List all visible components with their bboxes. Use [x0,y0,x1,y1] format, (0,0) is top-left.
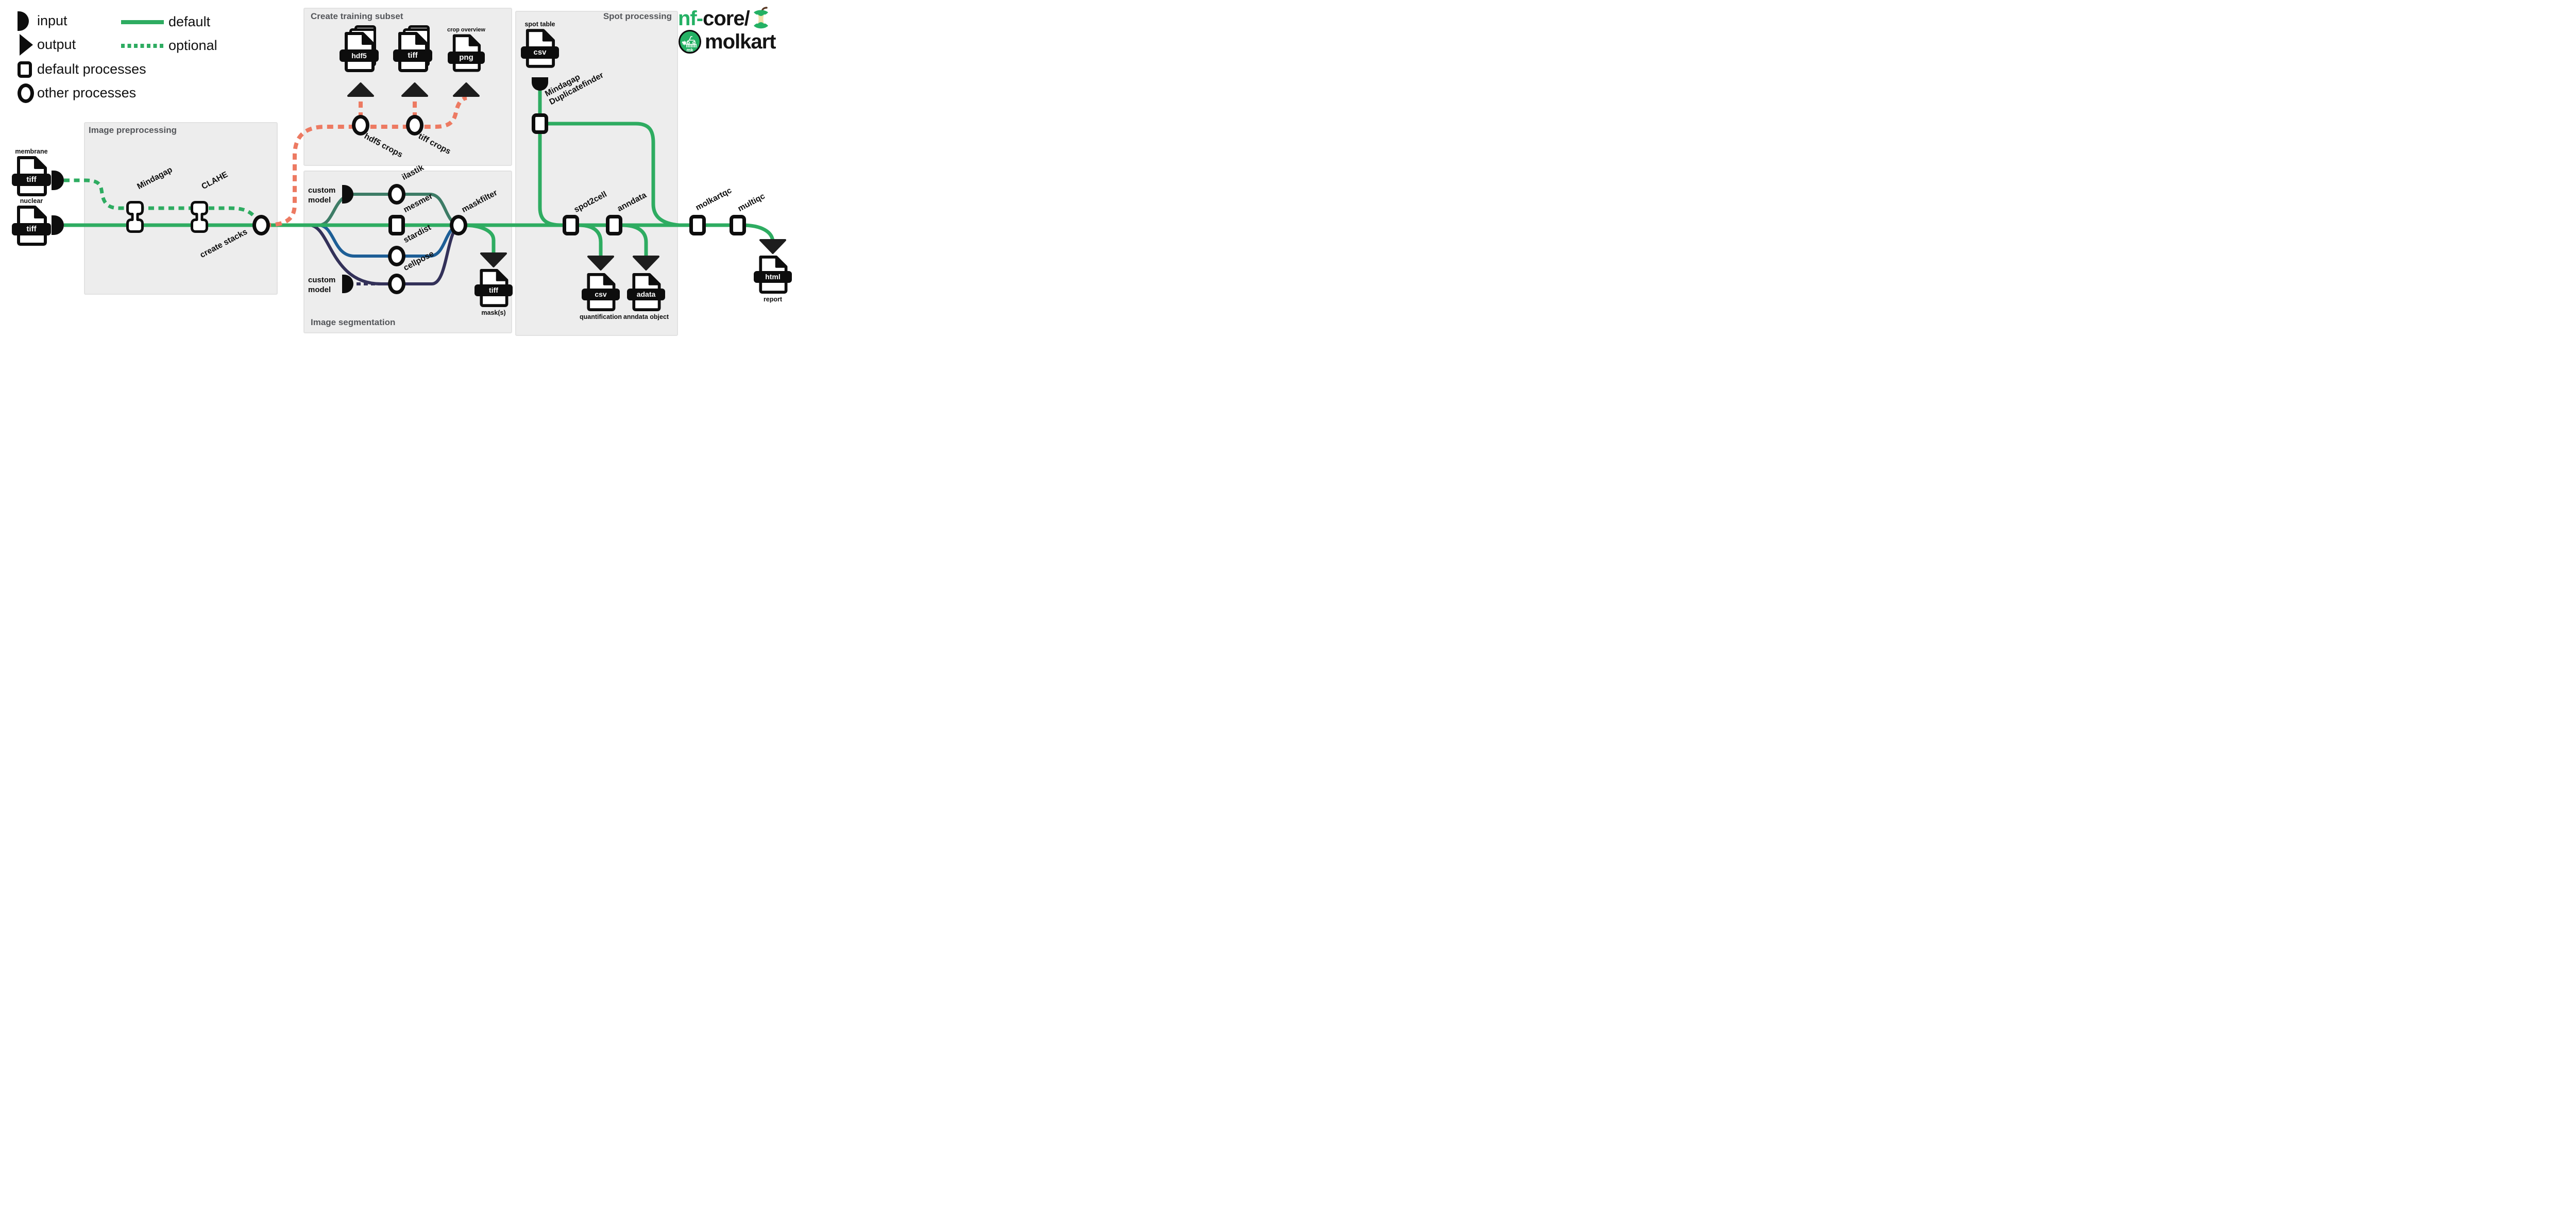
section-title-segmentation: Image segmentation [311,317,396,327]
file-type-badge: csv [582,289,620,300]
membrane-tiff-file-icon: tiff [12,156,51,196]
legend-other-process-icon [18,83,34,103]
apple-core-icon [753,7,768,29]
quantification-label: quantification [580,313,622,320]
custom-model-seg-input-icon [342,185,353,204]
crop-overview-png-file-icon: png [448,34,485,72]
anndata-object-label: anndata object [623,313,669,320]
masks-label: mask(s) [481,309,506,316]
section-title-training: Create training subset [311,11,403,21]
multiqc-process-node [730,215,746,235]
file-type-badge: tiff [393,49,432,62]
section-title-preprocessing: Image preprocessing [89,125,177,135]
ilastik-process-node [388,184,405,205]
nf-core-logo: nf-core/ [678,6,770,31]
legend-default-processes-label: default processes [37,61,146,77]
edge-anndata-out [621,223,648,258]
membrane-label: membrane [15,148,48,155]
stardist-process-node [388,246,405,266]
legend-input-icon [18,11,29,31]
file-type-badge: html [754,271,792,283]
box-image-segmentation [303,171,512,333]
clahe-process-node [191,201,208,235]
spot-table-label: spot table [524,21,555,28]
spot-table-csv-file-icon: csv [521,29,559,68]
molkart-badge-icon: mk [679,30,701,54]
legend-input-label: input [37,13,67,28]
crop-overview-label: crop overview [447,27,485,33]
edge-duplicatefinder-to-spot2cell [538,129,562,227]
anndata-object-file-icon: adata [627,273,665,311]
edge-duplicatefinder-to-molkartqc [546,122,680,227]
file-type-badge: adata [627,289,665,300]
duplicatefinder-process-node [532,113,548,134]
svg-text:mk: mk [686,47,693,53]
arrow-down-masks-icon [480,252,507,267]
hdf5-crops-file-icon: hdf5 [340,25,379,72]
mindagap-process-node [126,201,144,235]
file-type-badge: tiff [12,223,51,235]
molkartqc-process-node [689,215,706,235]
edge-ilastik-branch [318,193,460,227]
logo-molkart-text: molkart [705,30,776,53]
edge-training-optional [264,96,467,227]
pipeline-wires [64,20,786,285]
nuclear-label: nuclear [20,197,43,205]
section-title-spot: Spot processing [603,11,672,21]
arrow-up-tiff-icon [401,82,428,97]
edge-membrane-optional [64,178,259,221]
arrow-down-quantification-icon [587,256,614,270]
spot2cell-process-node [563,215,579,235]
tiff-crops-file-icon: tiff [393,25,432,72]
anndata-process-node [606,215,622,235]
report-html-file-icon: html [754,256,792,294]
custom-model-cellpose-label: custom model [308,276,336,294]
legend-default-label: default [168,14,211,29]
legend-optional-label: optional [168,38,217,53]
arrow-up-png-icon [453,82,480,97]
arrow-down-report-icon [759,239,786,254]
edge-stardist-branch [318,224,460,258]
file-type-badge: hdf5 [340,49,379,62]
quantification-csv-file-icon: csv [582,273,620,311]
molkart-logo: mk molkart [678,30,776,54]
spot-table-input-icon [532,77,548,91]
cellpose-process-node [388,274,405,294]
arrow-up-hdf5-icon [347,82,374,97]
file-type-badge: tiff [12,174,51,186]
create-stacks-process-node [252,215,270,235]
edge-maskfilter-out [462,223,496,255]
file-type-badge: tiff [474,284,513,296]
arrow-down-anndata-icon [633,256,659,270]
edge-spot2cell-out [578,223,603,258]
pipeline-diagram: Image preprocessing Create training subs… [0,0,808,340]
nuclear-tiff-file-icon: tiff [12,206,51,246]
report-label: report [763,296,783,303]
hdf5-crops-process-node [352,115,369,136]
masks-tiff-file-icon: tiff [474,269,513,307]
file-type-badge: png [448,52,485,64]
tiff-crops-process-node [406,115,423,136]
logo-core-text: core/ [703,7,750,30]
mesmer-process-node [388,215,405,235]
logo-nf-text: nf- [678,7,703,30]
legend-default-process-icon [18,61,32,78]
custom-model-seg-label: custom model [308,186,336,205]
legend-output-label: output [37,37,76,52]
maskfilter-process-node [450,215,467,235]
legend-output-icon [20,34,33,56]
file-type-badge: csv [521,46,559,59]
legend-other-processes-label: other processes [37,85,137,100]
custom-model-cellpose-input-icon [342,275,353,293]
